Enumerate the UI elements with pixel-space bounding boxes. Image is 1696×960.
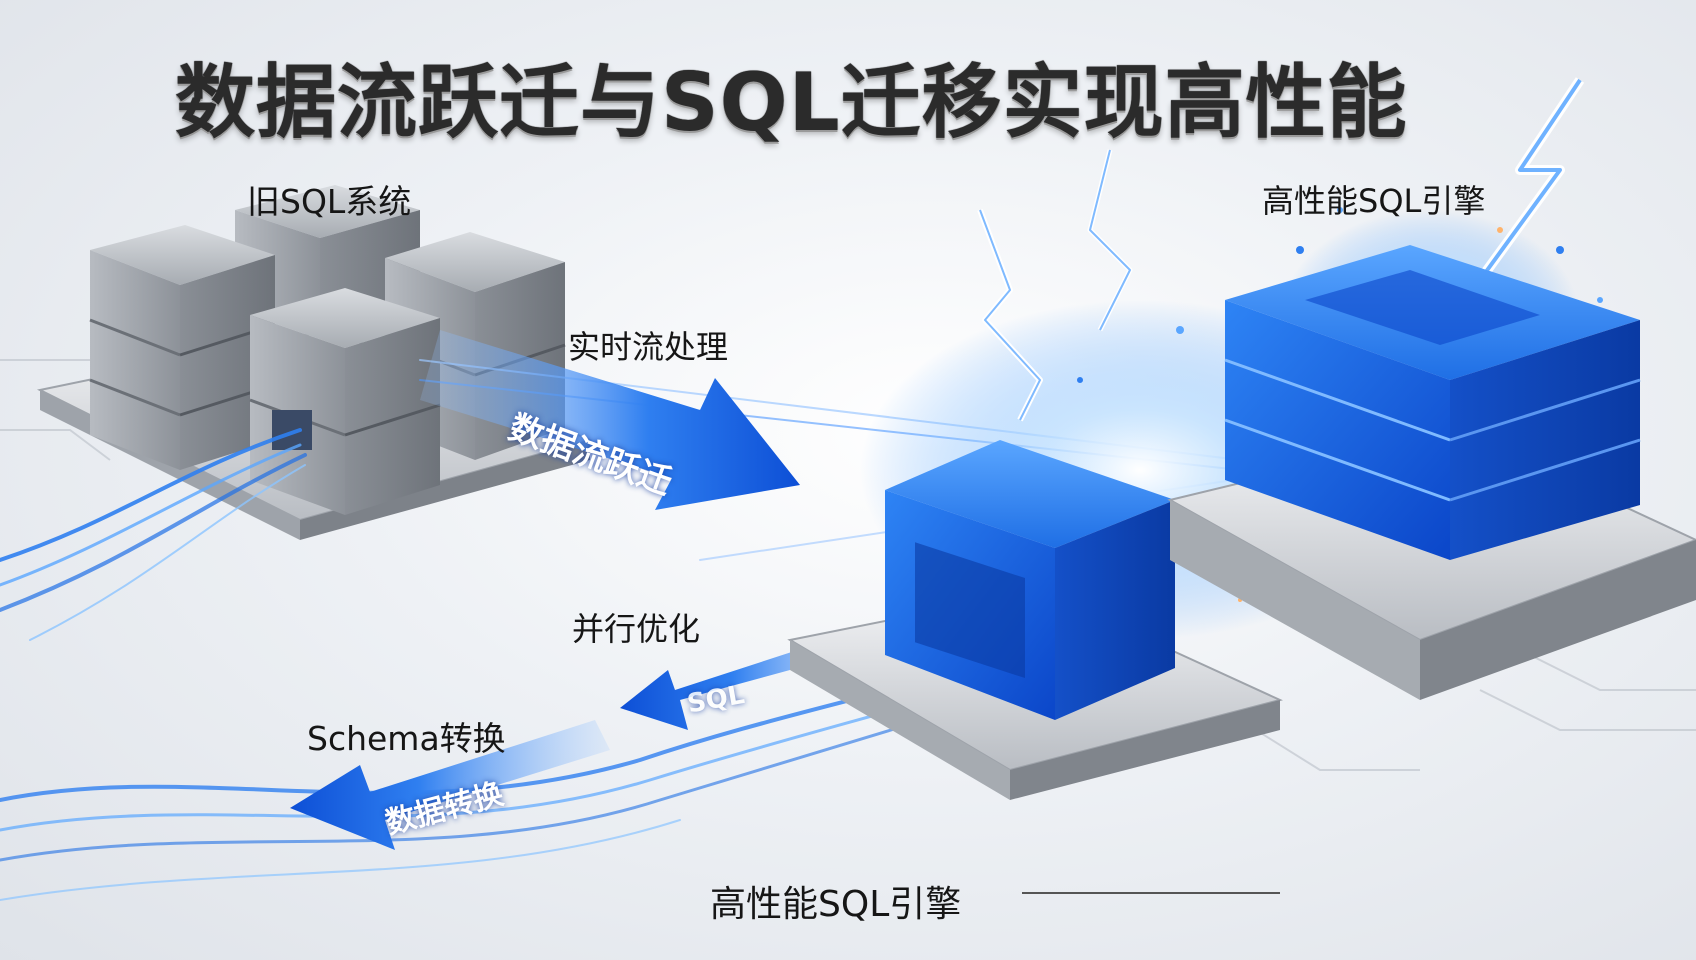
migration-cube	[885, 440, 1175, 720]
legacy-server-cube-front	[249, 288, 441, 515]
realtime-label: 实时流处理	[568, 328, 729, 366]
page-title: 数据流跃迁与SQL迁移实现高性能	[175, 56, 1408, 149]
data-stream-lines	[0, 359, 1301, 901]
parallel-label: 并行优化	[572, 610, 701, 648]
legacy-server-cube-left	[89, 225, 276, 470]
legacy-system-label: 旧SQL系统	[247, 182, 412, 221]
schema-label: Schema转换	[307, 719, 506, 758]
flow-jump-arrow	[420, 330, 800, 510]
data-convert-arrow	[290, 720, 610, 850]
sql-engine-block	[1224, 245, 1641, 560]
engine-label-top: 高性能SQL引擎	[1262, 182, 1486, 220]
divider-line	[1022, 892, 1280, 894]
engine-label-bottom: 高性能SQL引擎	[710, 884, 962, 925]
